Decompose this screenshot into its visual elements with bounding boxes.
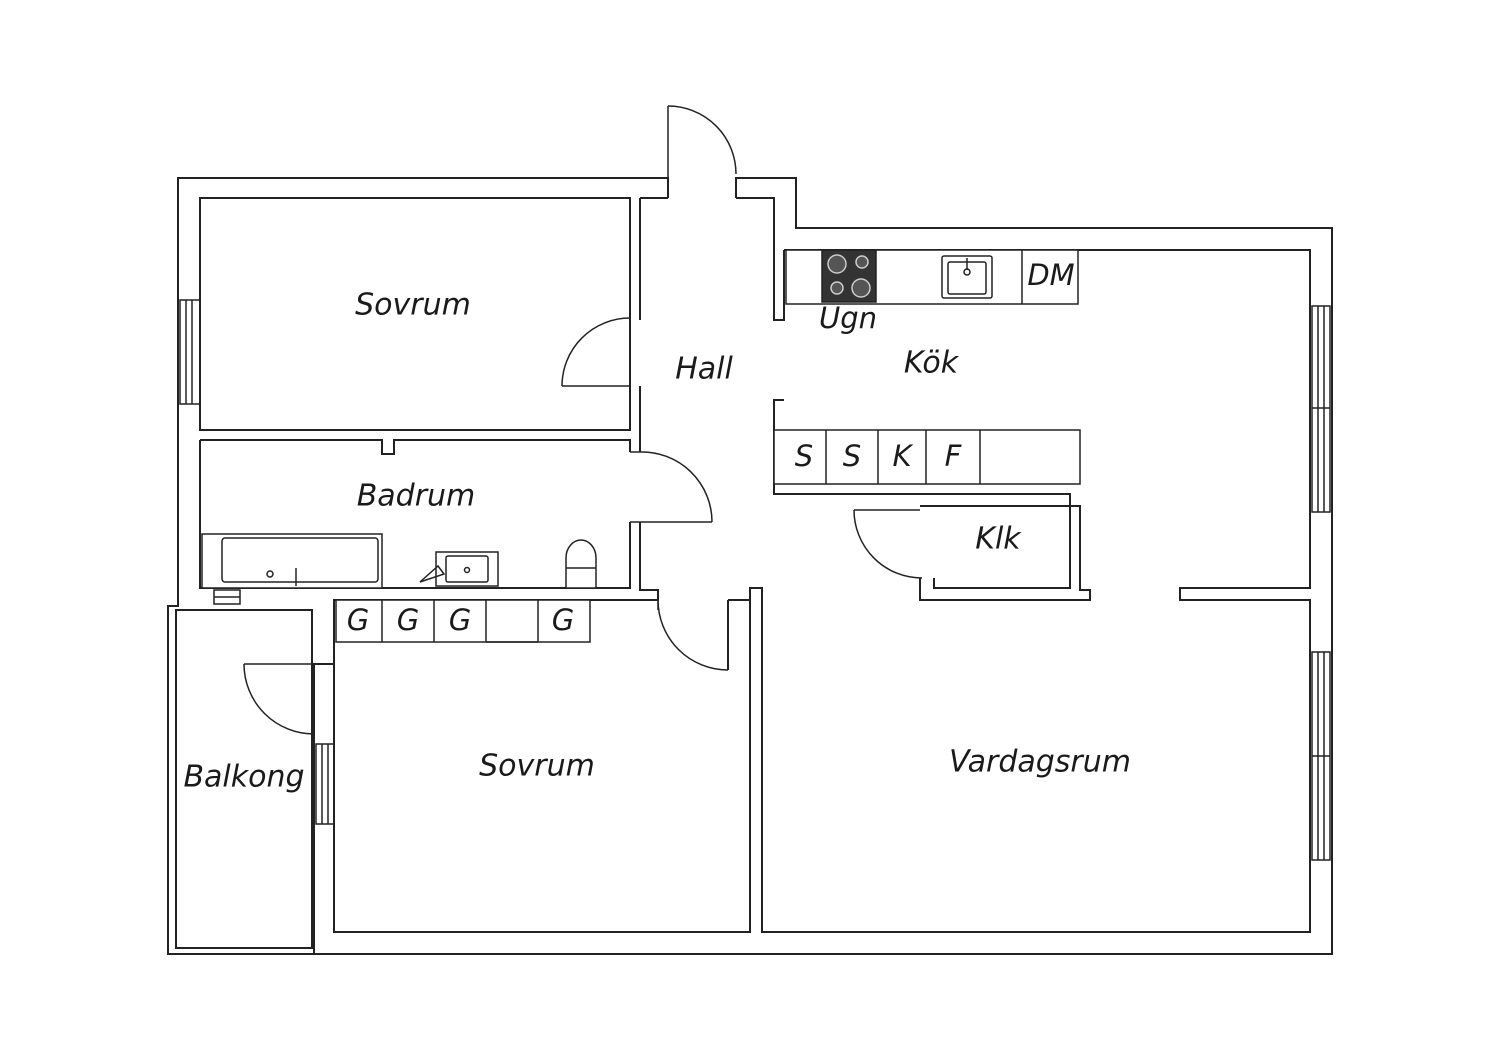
bedroom-top-door: [561, 317, 631, 387]
living-room-windows: [1311, 651, 1331, 861]
closet: [853, 493, 1091, 601]
cabinet-label: F: [945, 439, 963, 473]
cabinet-label: S: [795, 439, 813, 473]
stove-icon: [821, 249, 877, 303]
wardrobe-label: G: [552, 603, 574, 637]
balcony-connection: [213, 589, 241, 605]
room-label-hall: Hall: [675, 352, 733, 387]
wardrobe-label: G: [449, 603, 471, 637]
kitchen: [749, 249, 1331, 933]
bathtub-icon: [201, 533, 383, 589]
cabinet-label: K: [892, 439, 913, 473]
wardrobe-label: G: [397, 603, 419, 637]
bedroom-top: [179, 197, 631, 431]
room-label-bedroom-bottom: Sovrum: [479, 749, 595, 784]
entrance-door: [667, 105, 737, 198]
balcony: [175, 609, 315, 949]
room-label-bedroom-top: Sovrum: [355, 288, 471, 323]
room-labels: Sovrum Hall Kök Badrum Klk Balkong Sovru…: [183, 288, 1131, 795]
room-label-balcony: Balkong: [183, 760, 304, 795]
toilet-icon: [565, 539, 597, 589]
room-label-closet: Klk: [975, 522, 1022, 557]
washbasin-icon: [419, 551, 499, 587]
fixture-labels: Ugn DM S S K F G G G G: [347, 258, 1075, 637]
wardrobes: [313, 599, 658, 954]
room-label-bathroom: Badrum: [357, 479, 476, 514]
room-label-living-room: Vardagsrum: [949, 745, 1131, 780]
wardrobe-label: G: [347, 603, 369, 637]
bedroom-bottom: [315, 599, 751, 933]
room-label-kitchen: Kök: [904, 346, 960, 381]
dishwasher-label: DM: [1027, 258, 1074, 292]
bathroom: [199, 439, 713, 589]
oven-label: Ugn: [819, 301, 877, 335]
sink-icon: [941, 255, 993, 299]
cabinet-label: S: [843, 439, 861, 473]
